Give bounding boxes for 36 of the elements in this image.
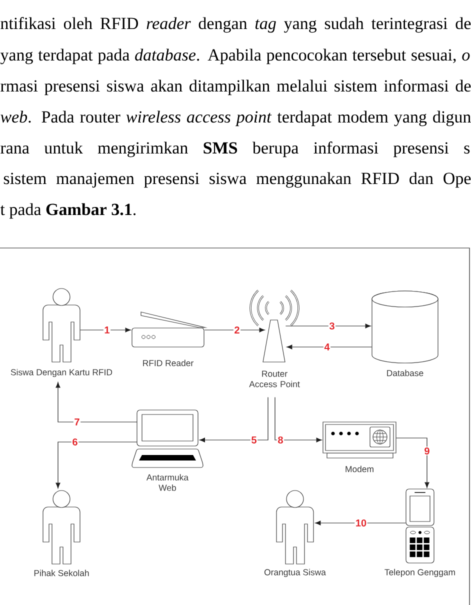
- arrow: [396, 438, 430, 488]
- node-label: Orangtua Siswa: [264, 568, 326, 578]
- paragraph-text: sistem manajemen presensi siswa menggunakan RFID dan Ope: [4, 172, 471, 188]
- arrow: [204, 328, 265, 332]
- node-label: Pihak Sekolah: [34, 570, 89, 576]
- paragraph-text: rmasi presensi siswa akan ditampilkan melalui sistem informasi de: [0, 80, 471, 96]
- node-label: Modem: [346, 466, 374, 472]
- edge-label: 7: [73, 418, 81, 426]
- edge-label: 5: [250, 436, 258, 444]
- arrow: [286, 344, 372, 350]
- paragraph-text: web. Pada router wireless access point terdapat modem yang digun: [0, 110, 471, 126]
- node-label: Database: [387, 370, 424, 376]
- edge-label: 10: [354, 518, 368, 528]
- arrow: [80, 328, 131, 332]
- paragraph-text: ntifikasi oleh RFID reader dengan tag yang sudah terintegrasi de: [0, 17, 471, 33]
- arrow: [56, 442, 138, 488]
- paragraph-text: rana untuk mengirimkan SMS berupa informasi presensi s: [0, 142, 470, 158]
- paragraph-text: yang terdapat pada database. Apabila pencocokan tersebut sesuai, o: [0, 48, 470, 64]
- arrow: [285, 324, 371, 328]
- arrow: [56, 382, 138, 422]
- edge-label: 4: [323, 342, 331, 352]
- node-label: Telepon Genggam: [384, 568, 455, 578]
- node-label: RFID Reader: [143, 360, 194, 366]
- paragraph-text: t pada Gambar 3.1.: [0, 203, 136, 219]
- arrow: [199, 396, 268, 442]
- arrow: [274, 396, 322, 442]
- arrow: [315, 520, 406, 526]
- edge-label: 6: [71, 438, 79, 446]
- edge-label: 1: [103, 326, 111, 334]
- node-label: Siswa Dengan Kartu RFID: [10, 368, 112, 378]
- edge-label: 8: [276, 436, 284, 444]
- edge-label: 9: [423, 446, 431, 456]
- node-label: Antarmuka Web: [146, 474, 189, 491]
- edge-label: 3: [328, 322, 336, 330]
- edge-label: 2: [233, 326, 241, 334]
- node-label: Router Access Point: [249, 370, 300, 388]
